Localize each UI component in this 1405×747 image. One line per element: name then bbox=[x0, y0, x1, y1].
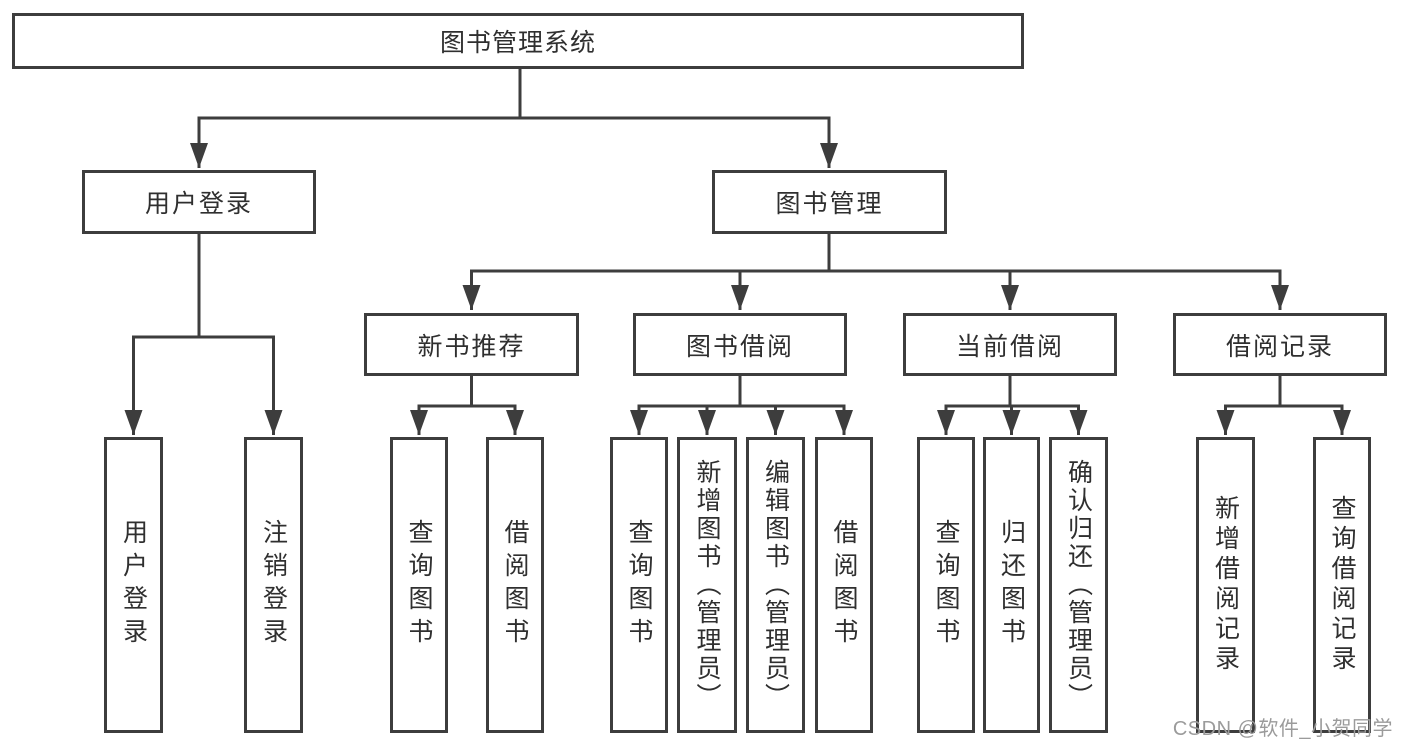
leaf-bookborrow-query-label: 查询图书 bbox=[625, 519, 653, 651]
leaf-user-login-label: 用户登录 bbox=[119, 519, 148, 651]
node-root-label: 图书管理系统 bbox=[439, 29, 596, 57]
node-user-login-label: 用户登录 bbox=[144, 190, 253, 218]
node-current-borrow: 当前借阅 bbox=[903, 313, 1117, 376]
leaf-newbooks-query-label: 查询图书 bbox=[405, 519, 433, 651]
leaf-borrowrecords-add: 新增借阅记录 bbox=[1196, 437, 1255, 733]
node-book-borrow: 图书借阅 bbox=[633, 313, 847, 376]
leaf-bookborrow-edit: 编辑图书（管理员） bbox=[746, 437, 805, 733]
leaf-newbooks-query: 查询图书 bbox=[390, 437, 448, 733]
leaf-bookborrow-query: 查询图书 bbox=[610, 437, 668, 733]
leaf-currentborrow-return-label: 归还图书 bbox=[997, 519, 1026, 651]
leaf-newbooks-borrow-label: 借阅图书 bbox=[501, 519, 529, 651]
leaf-currentborrow-confirm-label: 确认归还（管理员） bbox=[1064, 459, 1093, 711]
node-book-borrow-label: 图书借阅 bbox=[685, 332, 794, 361]
watermark: CSDN @软件_小贺同学 bbox=[1172, 718, 1393, 740]
node-root: 图书管理系统 bbox=[12, 13, 1024, 69]
node-current-borrow-label: 当前借阅 bbox=[955, 332, 1064, 361]
leaf-currentborrow-return: 归还图书 bbox=[983, 437, 1040, 733]
leaf-user-login: 用户登录 bbox=[104, 437, 163, 733]
leaf-newbooks-borrow: 借阅图书 bbox=[486, 437, 544, 733]
node-book-mgmt-label: 图书管理 bbox=[775, 190, 884, 218]
leaf-borrowrecords-add-label: 新增借阅记录 bbox=[1211, 495, 1240, 675]
node-user-login: 用户登录 bbox=[82, 170, 316, 234]
node-new-books: 新书推荐 bbox=[364, 313, 579, 376]
leaf-borrowrecords-query: 查询借阅记录 bbox=[1313, 437, 1371, 733]
leaf-bookborrow-borrow-label: 借阅图书 bbox=[830, 519, 858, 651]
leaf-logout: 注销登录 bbox=[244, 437, 303, 733]
leaf-bookborrow-borrow: 借阅图书 bbox=[815, 437, 873, 733]
node-new-books-label: 新书推荐 bbox=[417, 332, 526, 361]
leaf-bookborrow-edit-label: 编辑图书（管理员） bbox=[761, 459, 790, 711]
leaf-bookborrow-add: 新增图书（管理员） bbox=[677, 437, 737, 733]
leaf-logout-label: 注销登录 bbox=[259, 519, 288, 651]
leaf-currentborrow-query-label: 查询图书 bbox=[932, 519, 960, 651]
leaf-bookborrow-add-label: 新增图书（管理员） bbox=[693, 459, 721, 711]
leaf-currentborrow-query: 查询图书 bbox=[917, 437, 975, 733]
node-borrow-records-label: 借阅记录 bbox=[1225, 332, 1334, 361]
node-borrow-records: 借阅记录 bbox=[1173, 313, 1387, 376]
leaf-currentborrow-confirm: 确认归还（管理员） bbox=[1049, 437, 1108, 733]
leaf-borrowrecords-query-label: 查询借阅记录 bbox=[1328, 495, 1356, 675]
node-book-mgmt: 图书管理 bbox=[712, 170, 947, 234]
